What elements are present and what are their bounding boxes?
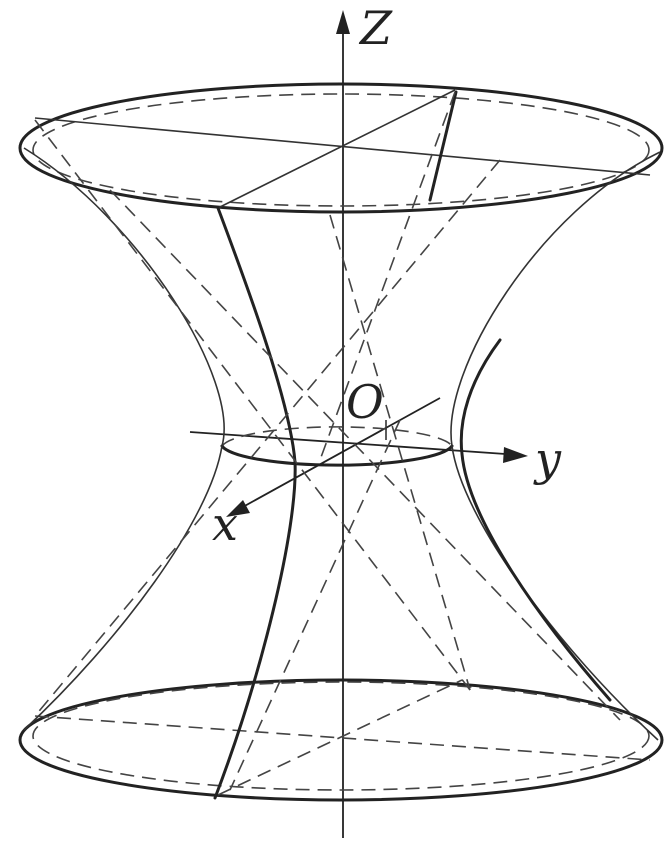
ruling-line-dashed-6 [229,419,401,791]
top-ellipse [18,82,664,214]
ruling-line-dashed-3 [329,214,471,691]
y-axis-label: y [533,432,562,486]
z-axis-label: Z [358,1,393,55]
top-chord-2 [217,89,456,209]
y-axis-arrowhead [503,447,528,463]
top-ellipse-dashed [32,93,650,207]
z-axis-arrowhead [336,10,350,34]
x-axis [231,397,441,514]
ruling-line-dashed-5 [34,159,501,717]
x-axis-arrowhead [226,500,250,517]
bottom-chord-2 [217,679,463,796]
ruling-line-front-1 [213,206,297,800]
right-inner-silhouette [459,338,612,702]
bottom-chord-1 [34,715,651,761]
right-silhouette [450,151,661,741]
throat-ellipse-front [220,444,454,467]
bottom-ellipse-dashed [32,681,650,791]
ruling-line-front-2 [428,90,458,202]
ruling-line-dashed-1 [34,119,471,691]
bottom-ellipse [18,678,664,802]
origin-label: O [346,375,384,429]
left-silhouette [23,147,225,731]
throat-ellipse-back [221,426,453,447]
ruling-line-dashed-2 [109,189,621,721]
x-axis-label: x [212,497,238,551]
